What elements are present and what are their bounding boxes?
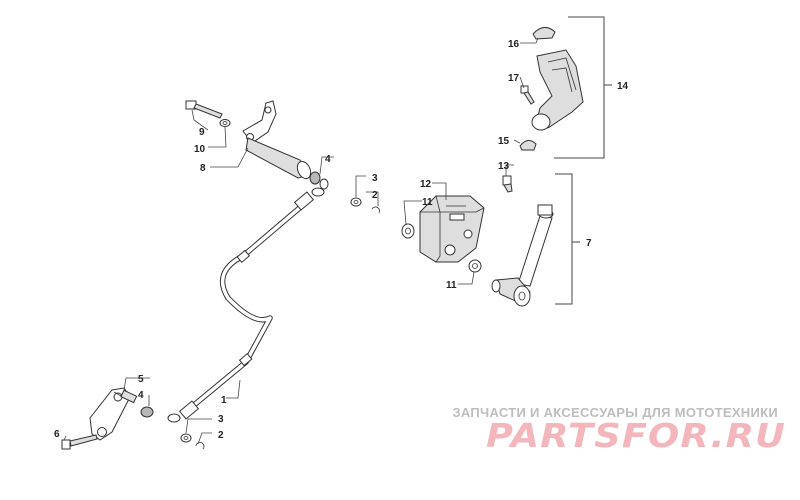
- shift-knob: [519, 27, 584, 151]
- callout-11-lower: 11: [446, 280, 457, 291]
- lower-shift-arm: [61, 387, 205, 450]
- bracket-14: [554, 16, 612, 159]
- leader-lines: [63, 37, 539, 445]
- callout-4-lower: 4: [138, 390, 144, 401]
- callout-5: 5: [138, 374, 144, 385]
- callout-6: 6: [54, 429, 60, 440]
- callout-labels: 1 2 2 3 3 4 4 5 6 7 8 9 10 11 11 12 13 1…: [54, 39, 629, 441]
- watermark-logo: PARTSFOR.RU: [486, 416, 786, 455]
- callout-2-upper: 2: [372, 190, 378, 201]
- callout-15: 15: [498, 136, 510, 147]
- callout-3-lower: 3: [218, 414, 224, 425]
- callout-13: 13: [498, 161, 510, 172]
- callout-4-upper: 4: [325, 154, 331, 165]
- callout-11-upper: 11: [422, 197, 433, 208]
- callout-8: 8: [200, 163, 206, 174]
- bracket-7: [555, 173, 580, 305]
- callout-12: 12: [420, 179, 432, 190]
- callout-16: 16: [508, 39, 520, 50]
- callout-3-upper: 3: [372, 173, 378, 184]
- callout-1: 1: [221, 395, 227, 406]
- watermark: ЗАПЧАСТИ И АКСЕССУАРЫ ДЛЯ МОТОТЕХНИКИ PA…: [452, 405, 786, 455]
- upper-shift-lever: [185, 100, 380, 214]
- callout-7: 7: [586, 238, 592, 249]
- callout-14: 14: [617, 81, 629, 92]
- callout-2-lower: 2: [218, 430, 224, 441]
- callout-10: 10: [194, 144, 206, 155]
- shift-shaft: [491, 175, 554, 307]
- callout-17: 17: [508, 73, 520, 84]
- shift-rod: [167, 187, 325, 423]
- watermark-tagline: ЗАПЧАСТИ И АКСЕССУАРЫ ДЛЯ МОТОТЕХНИКИ: [452, 405, 778, 420]
- mount-bracket: [401, 195, 485, 273]
- callout-9: 9: [199, 127, 205, 138]
